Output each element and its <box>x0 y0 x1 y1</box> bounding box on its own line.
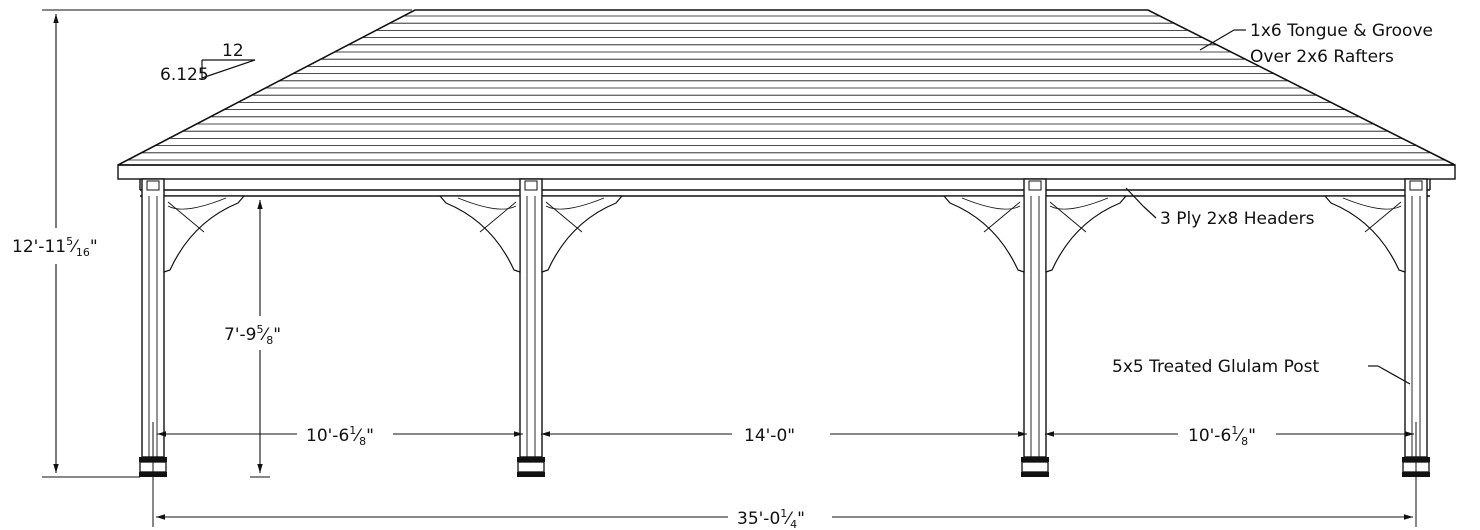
post-2 <box>517 178 545 477</box>
rafter-block <box>1409 180 1423 191</box>
callout-headers-text: 3 Ply 2x8 Headers <box>1160 209 1315 229</box>
brace-outline <box>1323 195 1406 273</box>
pitch-rise: 6.125 <box>160 65 209 85</box>
callout-headers: 3 Ply 2x8 Headers <box>1125 187 1315 229</box>
brace-diagonal <box>983 201 1021 233</box>
dim-bays: 10'-61⁄8" 14'-0" 10'-61⁄8" <box>157 424 1414 448</box>
dim-bay-right-value: 10'-61⁄8" <box>1188 424 1256 448</box>
fascia-board <box>117 164 1456 180</box>
brace-outline <box>1045 195 1128 273</box>
brace-diagonal <box>1364 201 1402 233</box>
brace-detail <box>1342 197 1402 210</box>
knee-braces-group <box>163 195 1406 273</box>
dim-bay-center-value: 14'-0" <box>744 426 795 446</box>
post-base-plate <box>517 457 545 462</box>
knee-brace <box>438 195 521 273</box>
callout-post-text: 5x5 Treated Glulam Post <box>1112 357 1319 377</box>
brace-diagonal <box>479 201 517 233</box>
callout-post: 5x5 Treated Glulam Post <box>1112 357 1411 385</box>
callout-roof-line1: 1x6 Tongue & Groove <box>1250 21 1433 41</box>
posts-group <box>139 178 1430 477</box>
knee-brace <box>942 195 1025 273</box>
dim-overall-width: 35'-01⁄4" <box>152 422 1417 530</box>
dim-post-height: 7'-95⁄8" <box>224 195 281 478</box>
knee-brace <box>1323 195 1406 273</box>
knee-brace <box>163 195 246 273</box>
pitch-run: 12 <box>222 41 244 61</box>
callout-roof-line2: Over 2x6 Rafters <box>1250 47 1394 67</box>
brace-diagonal <box>167 201 205 233</box>
post-base-cap <box>517 461 545 473</box>
post-3 <box>1021 178 1049 477</box>
knee-brace <box>1045 195 1128 273</box>
brace-outline <box>541 195 624 273</box>
rafter-block <box>146 180 160 191</box>
post-base-cap <box>1021 461 1049 473</box>
post-shaft <box>1404 178 1428 458</box>
post-shaft <box>1023 178 1047 458</box>
brace-outline <box>438 195 521 273</box>
post-base-footing <box>1021 472 1049 477</box>
dim-bay-left-value: 10'-61⁄8" <box>306 424 374 448</box>
callout-roof: 1x6 Tongue & Groove Over 2x6 Rafters <box>1199 21 1433 67</box>
post-shaft <box>141 178 165 458</box>
brace-detail <box>961 197 1021 210</box>
brace-detail <box>457 197 517 210</box>
dim-overall-height: 12'-115⁄16" <box>8 9 412 478</box>
brace-outline <box>163 195 246 273</box>
brace-detail <box>1049 197 1109 210</box>
roof-pitch-symbol: 12 6.125 <box>160 41 256 85</box>
brace-detail <box>167 197 227 210</box>
rafter-block <box>1028 180 1042 191</box>
post-base-footing <box>517 472 545 477</box>
brace-diagonal <box>545 201 583 233</box>
rafter-block <box>524 180 538 191</box>
brace-outline <box>942 195 1025 273</box>
dim-overall-width-value: 35'-01⁄4" <box>737 507 805 530</box>
header-beam <box>139 179 1431 197</box>
knee-brace <box>541 195 624 273</box>
dim-overall-height-value: 12'-115⁄16" <box>12 235 98 259</box>
brace-diagonal <box>1049 201 1087 233</box>
post-shaft <box>519 178 543 458</box>
brace-detail <box>545 197 605 210</box>
post-base-plate <box>1021 457 1049 462</box>
dim-post-height-value: 7'-95⁄8" <box>224 323 281 347</box>
